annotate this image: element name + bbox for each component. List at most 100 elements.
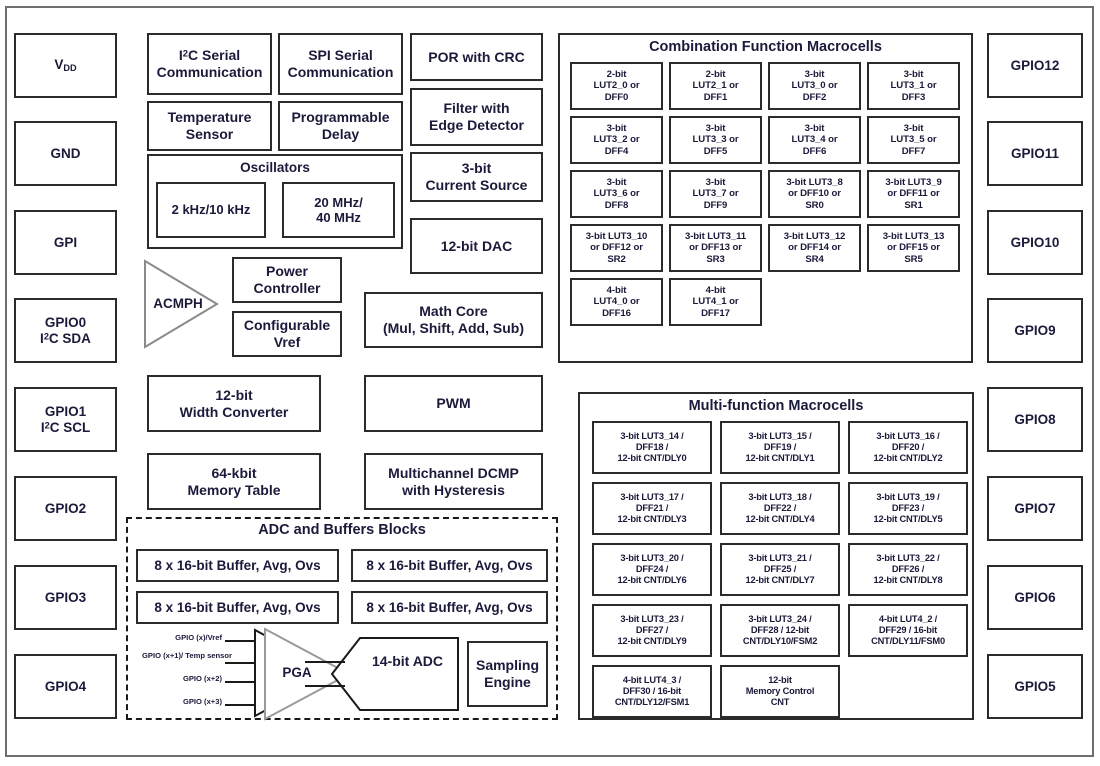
acmph-label: ACMPH: [153, 296, 203, 311]
multifunction-macrocell-2-line1: 3-bit LUT3_16 /: [876, 431, 940, 442]
block-filter-with-edge-detector[interactable]: Filter with Edge Detector: [410, 88, 543, 146]
pin-gpio8[interactable]: GPIO8: [987, 387, 1083, 452]
i2c-serial-line2: Communication: [156, 64, 263, 80]
multifunction-macrocell-7[interactable]: 3-bit LUT3_21 /DFF25 /12-bit CNT/DLY7: [720, 543, 840, 596]
block-osc-20mhz-40mhz[interactable]: 20 MHz/ 40 MHz: [282, 182, 395, 238]
block-64kbit-memory-table[interactable]: 64-kbit Memory Table: [147, 453, 321, 510]
pin-gpio3[interactable]: GPIO3: [14, 565, 117, 630]
multifunction-macrocell-2[interactable]: 3-bit LUT3_16 /DFF20 /12-bit CNT/DLY2: [848, 421, 968, 474]
block-i2c-serial-communication[interactable]: I2C Serial Communication: [147, 33, 272, 95]
pga-label: PGA: [282, 665, 312, 680]
multifunction-macrocell-6[interactable]: 3-bit LUT3_20 /DFF24 /12-bit CNT/DLY6: [592, 543, 712, 596]
multifunction-macrocell-11-line3: CNT/DLY11/FSM0: [871, 635, 945, 646]
pin-gpio5[interactable]: GPIO5: [987, 654, 1083, 719]
block-configurable-vref[interactable]: Configurable Vref: [232, 311, 342, 357]
combination-macrocell-7-line1: 3-bit: [903, 123, 924, 135]
pga-adc-wire-top: [305, 661, 345, 663]
combination-macrocell-13-line1: 3-bit LUT3_11: [684, 231, 747, 243]
combination-macrocell-13-line3: SR3: [706, 253, 725, 265]
osc-low-label: 2 kHz/10 kHz: [171, 202, 251, 218]
pin-gpio7[interactable]: GPIO7: [987, 476, 1083, 541]
pin-gnd[interactable]: GND: [14, 121, 117, 186]
block-pwm[interactable]: PWM: [364, 375, 543, 432]
block-math-core[interactable]: Math Core (Mul, Shift, Add, Sub): [364, 292, 543, 348]
pin-gpio12[interactable]: GPIO12: [987, 33, 1083, 98]
pin-gpio4[interactable]: GPIO4: [14, 654, 117, 719]
buffer-3-label: 8 x 16-bit Buffer, Avg, Ovs: [154, 599, 321, 615]
multifunction-macrocell-8[interactable]: 3-bit LUT3_22 /DFF26 /12-bit CNT/DLY8: [848, 543, 968, 596]
block-3bit-current-source[interactable]: 3-bit Current Source: [410, 152, 543, 202]
mux-wire-2: [225, 681, 256, 683]
filter-line2: Edge Detector: [429, 117, 524, 133]
block-spi-serial-communication[interactable]: SPI Serial Communication: [278, 33, 403, 95]
buffer-block-2[interactable]: 8 x 16-bit Buffer, Avg, Ovs: [351, 549, 548, 582]
combination-macrocell-11-line1: 3-bit LUT3_9: [885, 177, 942, 189]
pin-gpi[interactable]: GPI: [14, 210, 117, 275]
prog-delay-line2: Delay: [321, 126, 360, 142]
block-programmable-delay[interactable]: Programmable Delay: [278, 101, 403, 151]
adc-pentagon-icon[interactable]: [330, 636, 460, 712]
pin-gpio10[interactable]: GPIO10: [987, 210, 1083, 275]
multifunction-macrocell-0[interactable]: 3-bit LUT3_14 /DFF18 /12-bit CNT/DLY0: [592, 421, 712, 474]
pin-gpio1[interactable]: GPIO1 I2C SCL: [14, 387, 117, 452]
multifunction-macrocell-1-line1: 3-bit LUT3_15 /: [748, 431, 812, 442]
block-12bit-width-converter[interactable]: 12-bit Width Converter: [147, 375, 321, 432]
multifunction-macrocell-8-line3: 12-bit CNT/DLY8: [873, 574, 943, 585]
memory-table-line2: Memory Table: [187, 481, 281, 498]
block-osc-2khz-10khz[interactable]: 2 kHz/10 kHz: [156, 182, 266, 238]
pin-gpio6[interactable]: GPIO6: [987, 565, 1083, 630]
multifunction-macrocell-1[interactable]: 3-bit LUT3_15 /DFF19 /12-bit CNT/DLY1: [720, 421, 840, 474]
block-12bit-dac[interactable]: 12-bit DAC: [410, 218, 543, 274]
power-controller-line2: Controller: [253, 280, 321, 296]
combination-macrocell-10-line3: SR0: [805, 199, 824, 211]
block-por-with-crc[interactable]: POR with CRC: [410, 33, 543, 81]
buffer-block-1[interactable]: 8 x 16-bit Buffer, Avg, Ovs: [136, 549, 339, 582]
pin-gpio11[interactable]: GPIO11: [987, 121, 1083, 186]
combination-macrocell-6-line2: LUT3_4 or: [791, 134, 838, 146]
block-power-controller[interactable]: Power Controller: [232, 257, 342, 303]
combination-macrocell-11-line3: SR1: [904, 199, 923, 211]
pin-gpio9[interactable]: GPIO9: [987, 298, 1083, 363]
block-multichannel-dcmp[interactable]: Multichannel DCMP with Hysteresis: [364, 453, 543, 510]
sampling-engine-line1: Sampling: [475, 657, 539, 674]
multifunction-macrocell-5[interactable]: 3-bit LUT3_19 /DFF23 /12-bit CNT/DLY5: [848, 482, 968, 535]
pga-triangle-icon[interactable]: [262, 626, 352, 722]
buffer-block-3[interactable]: 8 x 16-bit Buffer, Avg, Ovs: [136, 591, 339, 624]
block-sampling-engine[interactable]: Sampling Engine: [467, 641, 548, 707]
temp-sensor-line2: Sensor: [185, 126, 234, 142]
multifunction-macrocell-9[interactable]: 3-bit LUT3_23 /DFF27 /12-bit CNT/DLY9: [592, 604, 712, 657]
pin-gpio0[interactable]: GPIO0 I2C SDA: [14, 298, 117, 363]
pin-gpio2[interactable]: GPIO2: [14, 476, 117, 541]
por-crc-label: POR with CRC: [428, 48, 525, 65]
multifunction-macrocell-3-line3: 12-bit CNT/DLY3: [617, 513, 687, 524]
buffer-block-4[interactable]: 8 x 16-bit Buffer, Avg, Ovs: [351, 591, 548, 624]
multifunction-macrocell-4[interactable]: 3-bit LUT3_18 /DFF22 /12-bit CNT/DLY4: [720, 482, 840, 535]
combination-macrocell-16-line1: 4-bit: [606, 285, 627, 297]
multifunction-macrocell-3[interactable]: 3-bit LUT3_17 /DFF21 /12-bit CNT/DLY3: [592, 482, 712, 535]
pin-vdd[interactable]: VDD: [14, 33, 117, 98]
prog-delay-line1: Programmable: [291, 109, 390, 126]
block-temperature-sensor[interactable]: Temperature Sensor: [147, 101, 272, 151]
